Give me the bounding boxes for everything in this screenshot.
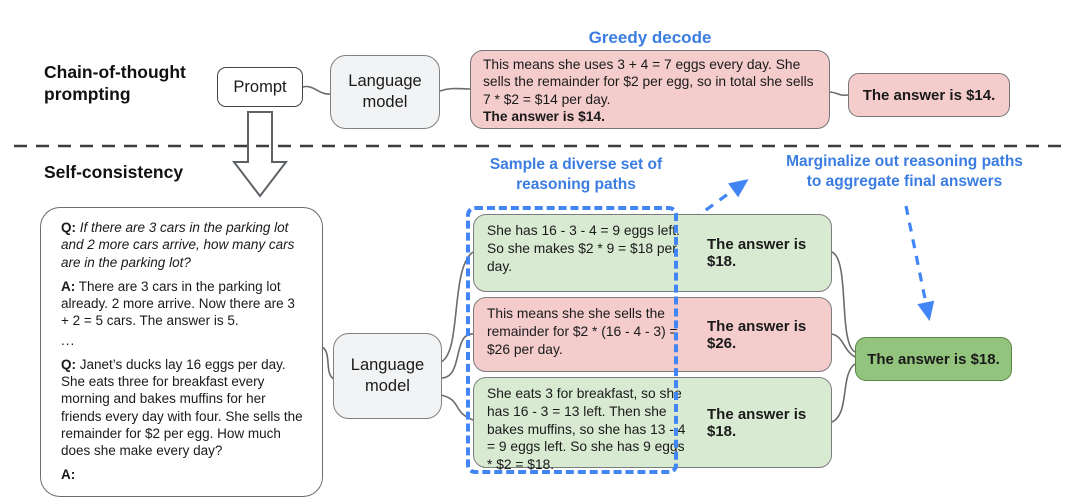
a2-label: A: bbox=[61, 467, 76, 483]
prompt-answer-2: A: bbox=[61, 466, 306, 483]
reasoning-path-row-2: This means she she sells the remainder f… bbox=[473, 297, 832, 372]
path-answer-1: The answer is $18. bbox=[707, 236, 807, 270]
marginalize-to-final-arrow bbox=[904, 205, 935, 322]
prompt-question-2: Q: Janet’s ducks lay 16 eggs per day. Sh… bbox=[61, 356, 306, 460]
few-shot-prompt-box: Q: If there are 3 cars in the parking lo… bbox=[40, 207, 323, 497]
aggregated-answer-text: The answer is $18. bbox=[867, 350, 1000, 368]
a1-text: There are 3 cars in the parking lot alre… bbox=[61, 278, 295, 329]
reasoning-text-1: She has 16 - 3 - 4 = 9 eggs left. So she… bbox=[487, 223, 680, 274]
prompt-answer-1: A: There are 3 cars in the parking lot a… bbox=[61, 278, 306, 330]
a1-label: A: bbox=[61, 278, 76, 294]
q1-label: Q: bbox=[61, 220, 76, 235]
greedy-final-answer-box: The answer is $14. bbox=[848, 73, 1010, 117]
reasoning-text-2: This means she she sells the remainder f… bbox=[487, 306, 678, 357]
reasoning-path-row-1: She has 16 - 3 - 4 = 9 eggs left. So she… bbox=[473, 214, 832, 292]
path-answer-2: The answer is $26. bbox=[707, 317, 807, 352]
language-model-box-bottom: Language model bbox=[333, 333, 442, 419]
section-label-chain-of-thought: Chain-of-thought prompting bbox=[44, 62, 186, 104]
reasoning-text-3: She eats 3 for breakfast, so she has 16 … bbox=[487, 386, 686, 473]
greedy-output-answer: The answer is $14. bbox=[483, 109, 605, 125]
prompt-ellipsis: ... bbox=[61, 332, 76, 348]
q1-text: If there are 3 cars in the parking lot a… bbox=[61, 220, 295, 270]
prompt-question-1: Q: If there are 3 cars in the parking lo… bbox=[61, 219, 306, 271]
q2-text: Janet’s ducks lay 16 eggs per day. She e… bbox=[61, 356, 303, 459]
gray-connectors bbox=[302, 85, 856, 423]
language-model-box-top: Language model bbox=[330, 55, 440, 129]
greedy-decode-title: Greedy decode bbox=[588, 28, 712, 47]
reasoning-path-row-3: She eats 3 for breakfast, so she has 16 … bbox=[473, 377, 832, 473]
sample-to-marginalize-arrow bbox=[691, 179, 749, 222]
down-arrow-icon bbox=[231, 111, 289, 198]
section-label-self-consistency: Self-consistency bbox=[44, 162, 184, 182]
q2-label: Q: bbox=[61, 356, 76, 372]
greedy-output-box: This means she uses 3 + 4 = 7 eggs every… bbox=[470, 50, 830, 129]
greedy-final-answer-text: The answer is $14. bbox=[862, 86, 996, 104]
greedy-output-text: This means she uses 3 + 4 = 7 eggs every… bbox=[483, 57, 814, 107]
marginalize-title: Marginalize out reasoning paths to aggre… bbox=[786, 153, 1023, 190]
path-answer-3: The answer is $18. bbox=[707, 405, 807, 440]
prompt-box: Prompt bbox=[217, 67, 303, 107]
aggregated-answer-box: The answer is $18. bbox=[855, 337, 1012, 381]
prompt-label: Prompt bbox=[233, 77, 287, 96]
sample-paths-title: Sample a diverse set of reasoning paths bbox=[489, 156, 663, 193]
